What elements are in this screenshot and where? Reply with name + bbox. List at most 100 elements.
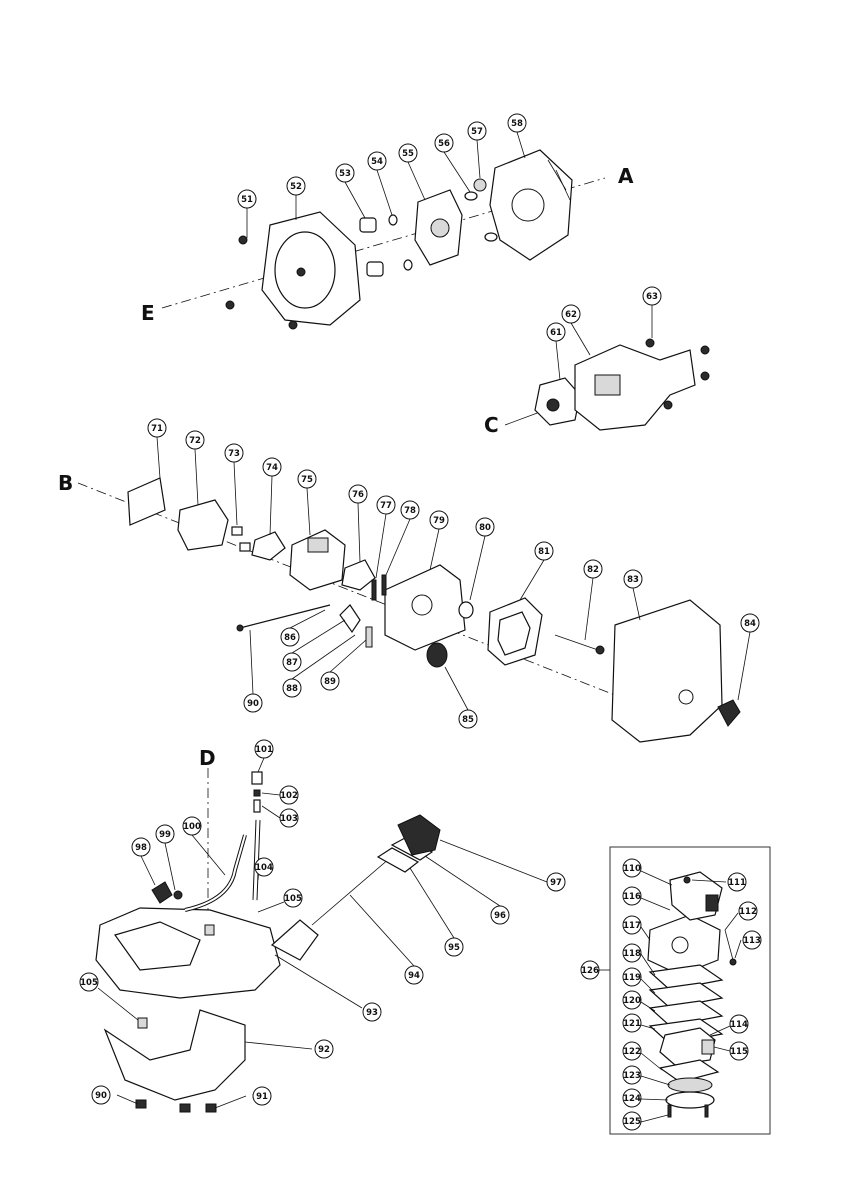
callout-126: 126 (581, 961, 599, 979)
svg-text:93: 93 (366, 1008, 378, 1018)
part-72-insulator (178, 500, 228, 550)
svg-text:102: 102 (280, 791, 298, 801)
part-51-screw-3 (289, 321, 297, 329)
part-99-oring (174, 891, 182, 899)
part-77-screw (372, 580, 376, 600)
part-90-rod (240, 605, 330, 628)
svg-text:54: 54 (371, 157, 383, 167)
callout-86: 86 (281, 628, 299, 646)
part-92-tank-guard (105, 1010, 245, 1100)
callout-54: 54 (368, 152, 386, 170)
svg-text:79: 79 (433, 516, 445, 526)
callout-103: 103 (280, 809, 298, 827)
section-letter-c: C (484, 413, 499, 437)
callout-111: 111 (728, 873, 746, 891)
svg-text:120: 120 (623, 996, 641, 1006)
part-94-rod (312, 858, 390, 925)
part-91-screw (180, 1104, 190, 1112)
svg-text:77: 77 (380, 501, 392, 511)
callout-110: 110 (623, 859, 641, 877)
svg-text:78: 78 (404, 506, 416, 516)
svg-text:96: 96 (494, 911, 506, 921)
svg-text:85: 85 (462, 715, 474, 725)
part-56-washer (465, 192, 477, 200)
callout-88: 88 (283, 679, 301, 697)
part-110-lever (706, 895, 718, 911)
svg-text:53: 53 (339, 169, 351, 179)
svg-text:115: 115 (730, 1047, 748, 1057)
callout-124: 124 (623, 1089, 641, 1107)
svg-text:61: 61 (550, 328, 562, 338)
svg-text:57: 57 (471, 127, 483, 137)
callout-57: 57 (468, 122, 486, 140)
callout-73: 73 (225, 444, 243, 462)
callout-118: 118 (623, 944, 641, 962)
svg-text:118: 118 (623, 949, 641, 959)
svg-text:98: 98 (135, 843, 147, 853)
svg-text:121: 121 (623, 1019, 641, 1029)
part-63-screw-4 (664, 401, 672, 409)
svg-text:81: 81 (538, 547, 550, 557)
part-123-plate (668, 1078, 712, 1092)
callout-101: 101 (255, 740, 273, 758)
svg-text:73: 73 (228, 449, 240, 459)
callout-117: 117 (623, 916, 641, 934)
part-62-gear-housing (575, 345, 695, 430)
part-91-screw-2 (206, 1104, 216, 1112)
callout-115: 115 (730, 1042, 748, 1060)
part-85-primer (427, 643, 447, 667)
part-73-spacer (232, 527, 242, 535)
part-78-screw (382, 575, 386, 595)
svg-text:104: 104 (255, 863, 273, 873)
part-101-filter (252, 772, 262, 784)
callout-114: 114 (730, 1015, 748, 1033)
part-63-screw (646, 339, 654, 347)
callout-51: 51 (238, 190, 256, 208)
section-letter-d: D (199, 746, 216, 770)
part-53-bolt (360, 218, 376, 232)
callout-97: 97 (547, 873, 565, 891)
callout-71: 71 (148, 419, 166, 437)
part-73-spacer-2 (240, 543, 250, 551)
svg-text:58: 58 (511, 119, 523, 129)
callout-80: 80 (476, 518, 494, 536)
section-letter-a: A (618, 164, 634, 188)
svg-text:80: 80 (479, 523, 491, 533)
part-76-gasket (342, 560, 375, 590)
callout-121: 121 (623, 1014, 641, 1032)
part-54-washer-2 (404, 260, 412, 270)
callout-85: 85 (459, 710, 477, 728)
callout-56: 56 (435, 134, 453, 152)
svg-text:124: 124 (623, 1094, 641, 1104)
part-74-gasket (252, 532, 285, 560)
svg-text:90: 90 (247, 699, 259, 709)
fuel-tank-group (96, 758, 547, 1112)
callout-100: 100 (183, 817, 201, 835)
part-83-knob-hole (679, 690, 693, 704)
svg-text:86: 86 (284, 633, 296, 643)
part-117-bore (672, 937, 688, 953)
svg-text:55: 55 (402, 149, 414, 159)
svg-text:105: 105 (284, 894, 302, 904)
part-111-screw (684, 877, 690, 883)
svg-text:125: 125 (623, 1117, 641, 1127)
callout-90: 90 (244, 694, 262, 712)
part-57-nut (474, 179, 486, 191)
svg-text:71: 71 (151, 424, 163, 434)
callout-96: 96 (491, 906, 509, 924)
callout-94: 94 (405, 966, 423, 984)
svg-text:101: 101 (255, 745, 273, 755)
svg-text:52: 52 (290, 182, 302, 192)
svg-text:88: 88 (286, 684, 298, 694)
svg-text:119: 119 (623, 973, 641, 983)
part-89-tube (366, 627, 372, 647)
svg-text:105: 105 (80, 978, 98, 988)
callout-63: 63 (643, 287, 661, 305)
carburetor-airfilter-group (78, 437, 750, 742)
part-58-bore (512, 189, 544, 221)
callout-83: 83 (624, 570, 642, 588)
part-63-screw-3 (701, 372, 709, 380)
callout-98: 98 (132, 838, 150, 856)
svg-text:114: 114 (730, 1020, 748, 1030)
